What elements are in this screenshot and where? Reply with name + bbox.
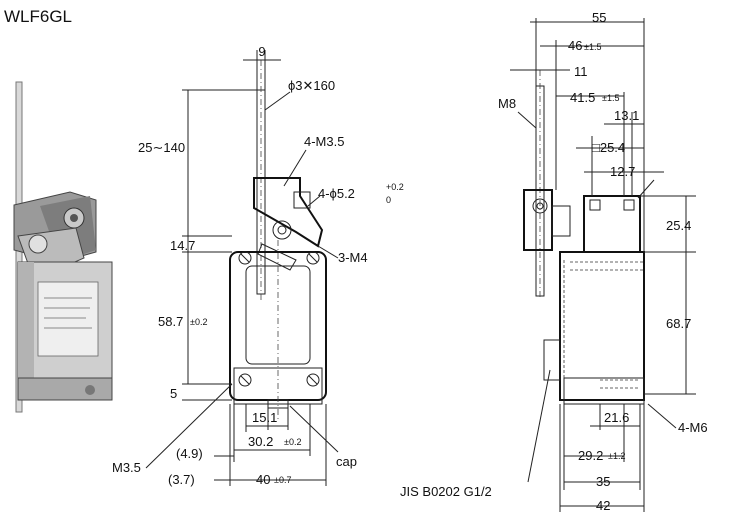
dim-40-tol: ±0.7 — [274, 475, 291, 485]
front-body — [229, 251, 327, 401]
drawing-title: WLF6GL — [4, 7, 72, 26]
dim-rod-diameter: ϕ3✕160 — [288, 78, 335, 93]
dim-46-tol: ±1.5 — [584, 42, 601, 52]
dim-30-2: 30.2 — [248, 434, 273, 449]
dim-4-m6: 4-M6 — [678, 420, 708, 435]
side-body — [559, 251, 645, 401]
dim-55: 55 — [592, 10, 606, 25]
dim-12-7: 12.7 — [610, 164, 635, 179]
dim-29-2-tol: ±1.2 — [608, 451, 625, 461]
dim-15-1: 15.1 — [252, 410, 277, 425]
side-view: 55 46 ±1.5 11 M8 41.5 ±1.5 13.1 □25.4 12… — [400, 10, 708, 513]
dim-5: 5 — [170, 386, 177, 401]
dim-21-6: 21.6 — [604, 410, 629, 425]
dim-rod-range: 25∼140 — [138, 140, 185, 155]
dim-30-2-tol: ±0.2 — [284, 437, 301, 447]
dim-4-9: (4.9) — [176, 446, 203, 461]
dim-square-25-4: □25.4 — [592, 140, 625, 155]
dim-42: 42 — [596, 498, 610, 513]
dim-holes: 4-ϕ5.2 — [318, 186, 355, 201]
dim-holes-tol-plus: +0.2 — [386, 182, 404, 192]
dim-13-1: 13.1 — [614, 108, 639, 123]
dim-14-7: 14.7 — [170, 238, 195, 253]
dim-holes-tol-minus: 0 — [386, 195, 391, 205]
dim-9: 9 — [258, 44, 265, 59]
dim-29-2: 29.2 — [578, 448, 603, 463]
dim-3-m4: 3-M4 — [338, 250, 368, 265]
dim-40: 40 — [256, 472, 270, 487]
dim-11: 11 — [574, 64, 588, 79]
dim-41-5-tol: ±1.5 — [602, 93, 619, 103]
dim-58-7-tol: ±0.2 — [190, 317, 207, 327]
dim-4-m35: 4-M3.5 — [304, 134, 344, 149]
dim-3-7: (3.7) — [168, 472, 195, 487]
dim-35: 35 — [596, 474, 610, 489]
dim-jis-thread: JIS B0202 G1/2 — [400, 484, 492, 499]
dim-m3-5: M3.5 — [112, 460, 141, 475]
dim-m8: M8 — [498, 96, 516, 111]
product-photo — [13, 81, 113, 413]
dim-41-5: 41.5 — [570, 90, 595, 105]
front-view: 9 ϕ3✕160 25∼140 4-M3.5 4-ϕ5.2 +0.2 0 3-M… — [112, 44, 404, 487]
dim-46: 46 — [568, 38, 582, 53]
dim-58-7: 58.7 — [158, 314, 183, 329]
dim-25-4: 25.4 — [666, 218, 691, 233]
dim-cap: cap — [336, 454, 357, 469]
dim-68-7: 68.7 — [666, 316, 691, 331]
